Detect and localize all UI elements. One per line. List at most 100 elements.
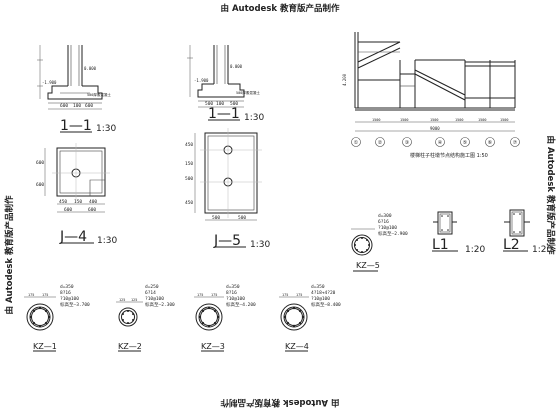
l1-title: L1 bbox=[432, 237, 449, 253]
l2-title: L2 bbox=[503, 237, 520, 253]
stair-caption: 楼梯柱子柱墩节点结构施工图 1:50 bbox=[410, 152, 488, 159]
spec-1: d=350 bbox=[311, 284, 325, 290]
beam-l2: L2 1:20 bbox=[503, 209, 552, 255]
spec-3: ?10@100 bbox=[60, 296, 79, 302]
dim-2: 175 bbox=[42, 293, 48, 297]
dim-500-left: 500 bbox=[205, 101, 213, 107]
grid-label-3: ③ bbox=[405, 140, 409, 146]
spec-1: d=350 bbox=[226, 284, 240, 290]
section-title: 1—1 bbox=[60, 118, 92, 134]
column-kz-4: d=350 4?18+4?20 ?10@100 标高至—8.400 175 17… bbox=[279, 284, 341, 352]
span-dim-1: 1500 bbox=[372, 118, 380, 122]
span-dim-2: 1500 bbox=[400, 118, 408, 122]
dim-bottom2-1: 600 bbox=[64, 207, 72, 213]
plan-title: J—4 bbox=[59, 229, 87, 245]
dim-side-3: 500 bbox=[185, 176, 193, 182]
concrete-note: 500厚素混凝土 bbox=[87, 92, 111, 97]
kz5-title: KZ—5 bbox=[356, 261, 380, 270]
dim-side-4: 450 bbox=[185, 200, 193, 206]
plan-title: J—5 bbox=[213, 233, 241, 249]
spec-3: ?10@100 bbox=[311, 296, 330, 302]
section-1-1-middle: 500 100 500 0.000 -1.900 500厚素混凝土 1—1 1:… bbox=[187, 45, 264, 123]
section-1-1-left: 600 100 600 0.000 -1.900 500厚素混凝土 1—1 1:… bbox=[37, 45, 116, 134]
watermark-left: 由 Autodesk 教育版产品制作 bbox=[4, 195, 15, 315]
spec-4: 标高至—3.700 bbox=[60, 301, 90, 308]
dim-bottom-2: 500 bbox=[238, 215, 246, 221]
l1-scale: 1:20 bbox=[465, 245, 485, 255]
section-title: 1—1 bbox=[208, 106, 240, 122]
elev-bottom: -1.900 bbox=[42, 80, 57, 85]
l2-scale: 1:20 bbox=[532, 245, 552, 255]
plan-j-5: 450 150 500 450 500 500 J—5 1:30 bbox=[185, 128, 270, 250]
dim-1: 175 bbox=[28, 293, 34, 297]
dim-side-1: 600 bbox=[36, 160, 44, 166]
kz5-spec-4: 标高至—2.900 bbox=[378, 230, 408, 237]
spec-4: 标高至—4.200 bbox=[226, 301, 256, 308]
elev-top: 0.000 bbox=[84, 66, 97, 71]
dim-600-right: 600 bbox=[85, 103, 93, 109]
watermark-top: 由 Autodesk 教育版产品制作 bbox=[220, 3, 340, 14]
spec-4: 标高至—2.300 bbox=[145, 301, 175, 308]
grid-label-2: ② bbox=[378, 140, 383, 146]
column-title: KZ—1 bbox=[33, 342, 57, 351]
elev-bottom: -1.900 bbox=[194, 78, 209, 83]
column-kz-5: d=300 6?16 ?10@100 标高至—2.900 KZ—5 bbox=[351, 213, 408, 272]
dim-bottom-2: 150 bbox=[74, 199, 82, 205]
dim-side-2: 600 bbox=[36, 182, 44, 188]
grid-bubbles: ① ② ③ ④ ⑤ ⑥ ⑦ bbox=[351, 137, 520, 147]
watermark-bottom: 由 Autodesk 教育版产品制作 bbox=[220, 397, 340, 408]
dim-bottom2-2: 600 bbox=[88, 207, 96, 213]
dim-100-mid: 100 bbox=[73, 103, 81, 109]
spec-2: 8?16 bbox=[60, 290, 71, 296]
plan-j-4: 600 600 450 150 400 600 600 J—4 1:30 bbox=[36, 143, 117, 246]
span-dim-6: 1500 bbox=[500, 118, 508, 122]
kz5-spec-3: ?10@100 bbox=[378, 225, 397, 231]
dim-600-left: 600 bbox=[60, 103, 68, 109]
column-kz-2: d=250 6?14 ?10@100 标高至—2.300 125 125 KZ—… bbox=[116, 284, 175, 352]
dim-500-right: 500 bbox=[230, 101, 238, 107]
span-dim-3: 1500 bbox=[430, 118, 438, 122]
dim-side-2: 150 bbox=[185, 161, 193, 167]
grid-label-6: ⑥ bbox=[488, 140, 493, 146]
spec-3: ?10@100 bbox=[145, 296, 164, 302]
stair-elev-left: 4.200 bbox=[342, 73, 347, 86]
kz5-spec-1: d=300 bbox=[378, 213, 392, 219]
spec-4: 标高至—8.400 bbox=[311, 301, 341, 308]
column-title: KZ—2 bbox=[118, 342, 142, 351]
plan-scale: 1:30 bbox=[97, 236, 117, 246]
dim-side-1: 450 bbox=[185, 142, 193, 148]
spec-1: d=350 bbox=[60, 284, 74, 290]
watermark-right: 由 Autodesk 教育版产品制作 bbox=[545, 135, 556, 255]
section-scale: 1:30 bbox=[244, 113, 264, 123]
elev-top: 0.000 bbox=[230, 64, 243, 69]
stair-elevation: 4.200 9000 1500 1500 1500 1500 1500 1500… bbox=[342, 32, 520, 159]
plan-scale: 1:30 bbox=[250, 240, 270, 250]
spec-2: 4?18+4?20 bbox=[311, 290, 336, 296]
dim-1: 175 bbox=[282, 293, 288, 297]
column-kz-1: d=350 8?16 ?10@100 标高至—3.700 175 175 KZ—… bbox=[24, 284, 90, 352]
dim-1: 175 bbox=[197, 293, 203, 297]
span-dim-5: 1500 bbox=[478, 118, 486, 122]
grid-label-4: ④ bbox=[438, 140, 443, 146]
grid-label-5: ⑤ bbox=[463, 140, 467, 146]
spec-2: 6?14 bbox=[145, 290, 156, 296]
spec-1: d=250 bbox=[145, 284, 159, 290]
dim-bottom-1: 500 bbox=[212, 215, 220, 221]
spec-2: 8?16 bbox=[226, 290, 237, 296]
column-title: KZ—4 bbox=[285, 342, 309, 351]
dim-2: 175 bbox=[211, 293, 217, 297]
dim-2: 125 bbox=[131, 298, 137, 302]
column-title: KZ—3 bbox=[201, 342, 225, 351]
concrete-note: 500厚素混凝土 bbox=[236, 90, 260, 95]
grid-label-7: ⑦ bbox=[513, 140, 518, 146]
spec-3: ?10@100 bbox=[226, 296, 245, 302]
span-dim-4: 1500 bbox=[455, 118, 463, 122]
dim-bottom-3: 400 bbox=[89, 199, 97, 205]
section-scale: 1:30 bbox=[96, 124, 116, 134]
kz5-spec-2: 6?16 bbox=[378, 219, 389, 225]
dim-100-mid: 100 bbox=[216, 101, 224, 107]
stair-total-dim: 9000 bbox=[430, 126, 440, 131]
dim-2: 175 bbox=[296, 293, 302, 297]
dim-1: 125 bbox=[119, 298, 125, 302]
